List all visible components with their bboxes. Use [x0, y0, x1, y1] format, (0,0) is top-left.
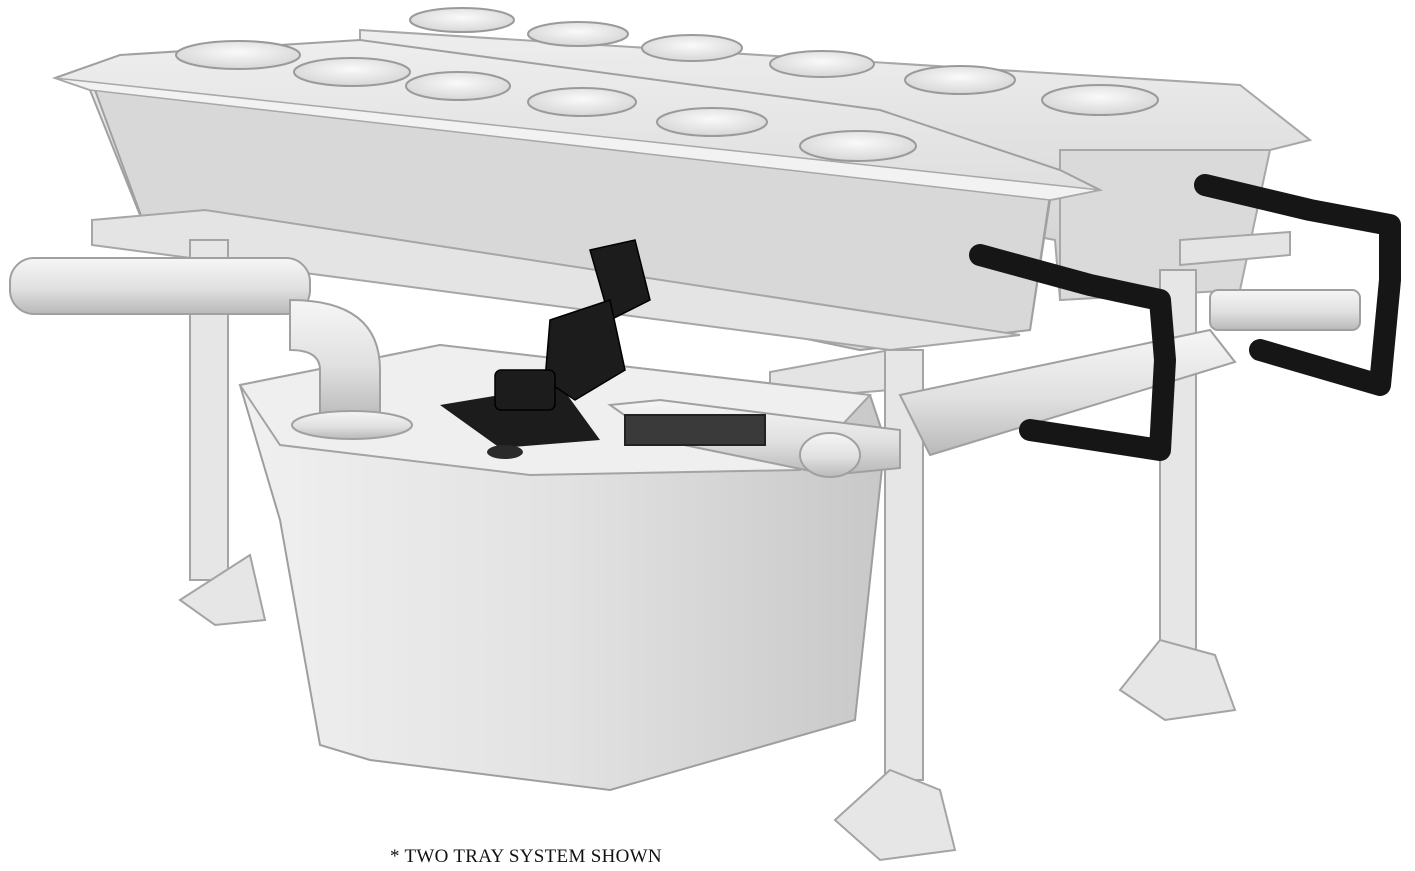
caption: * TWO TRAY SYSTEM SHOWN	[390, 846, 662, 867]
drain-pipe	[9, 257, 413, 440]
return-fittings	[969, 174, 1401, 461]
pump-filter	[494, 239, 651, 411]
front-grow-tray	[51, 38, 1104, 352]
net-pot-lids	[175, 7, 1159, 162]
stand-frame	[91, 208, 1291, 402]
supply-pipe	[607, 289, 1361, 478]
